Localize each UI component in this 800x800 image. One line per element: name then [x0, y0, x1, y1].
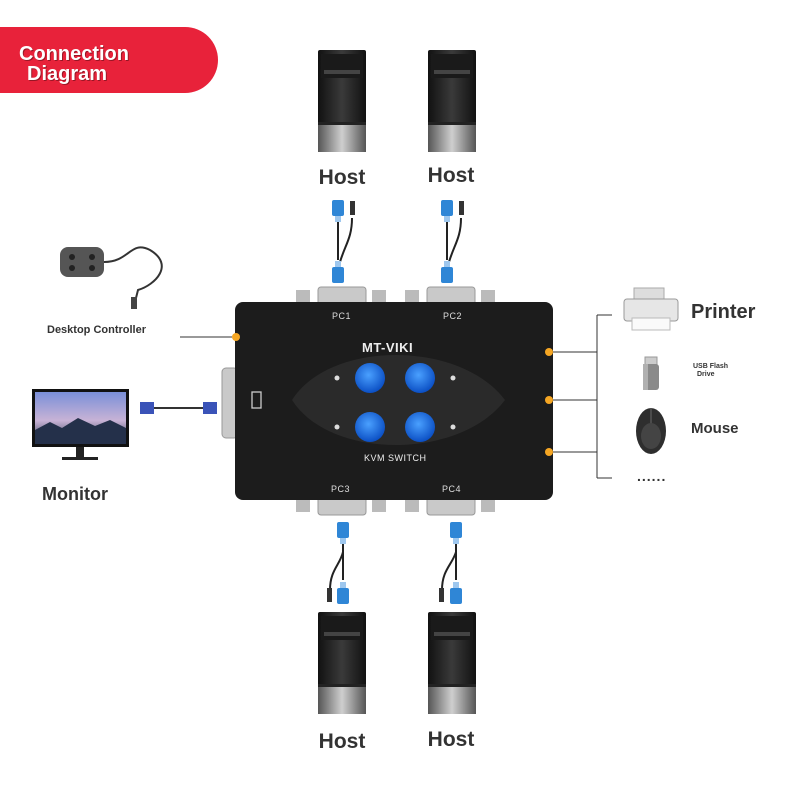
- host-cable-pc1: [332, 200, 355, 283]
- host-label-4: Host: [427, 728, 475, 751]
- port-label-pc4: PC4: [442, 484, 462, 494]
- usb-port-led-3: [545, 448, 553, 456]
- controller-port-led: [232, 333, 240, 341]
- printer-label: Printer: [691, 301, 756, 323]
- pc2-select-button: [405, 363, 435, 393]
- host-pc-3-tower: [318, 612, 366, 714]
- banner-title-line1: Connection: [19, 43, 129, 65]
- host-pc-4-tower: [428, 612, 476, 714]
- host-pc-1-tower: [318, 50, 366, 152]
- pc3-select-button: [355, 412, 385, 442]
- port-label-pc1: PC1: [332, 311, 352, 321]
- printer-icon: [623, 287, 679, 331]
- mouse-label: Mouse: [691, 420, 739, 437]
- monitor-device: [32, 389, 217, 460]
- desktop-controller-label: Desktop Controller: [47, 324, 147, 336]
- host-pc-2-tower: [428, 50, 476, 152]
- pc1-select-button: [355, 363, 385, 393]
- usb-port-led-2: [545, 396, 553, 404]
- kvm-switch-body: [235, 302, 553, 500]
- switch-model-label: KVM SWITCH: [364, 453, 427, 463]
- port-label-pc2: PC2: [443, 311, 463, 321]
- banner-title-line2: Diagram: [27, 63, 108, 85]
- host-cable-pc2: [441, 200, 464, 283]
- usb-port-led-1: [545, 348, 553, 356]
- usb-flash-label-line1: USB Flash: [693, 363, 729, 370]
- more-devices-ellipsis: ......: [637, 468, 667, 484]
- mouse-icon: [636, 408, 666, 454]
- desktop-controller-device: [60, 246, 163, 309]
- host-cable-pc3: [327, 522, 349, 604]
- peripheral-bracket: [553, 314, 612, 479]
- usb-flash-drive-icon: [643, 356, 659, 390]
- host-cable-pc4: [439, 522, 462, 604]
- host-label-2: Host: [427, 164, 475, 187]
- pc4-select-button: [405, 412, 435, 442]
- monitor-port-icon: [251, 391, 262, 409]
- switch-vga-ports: [296, 286, 495, 516]
- switch-buttons: [334, 363, 456, 442]
- usb-flash-drive-label: USB Flash Drive: [693, 363, 728, 379]
- port-label-pc3: PC3: [331, 484, 351, 494]
- connection-diagram-banner: Connection Diagram: [0, 27, 218, 93]
- monitor-label: Monitor: [42, 484, 108, 504]
- switch-brand-label: MT-VIKI: [362, 340, 414, 355]
- host-label-1: Host: [318, 166, 366, 189]
- host-label-3: Host: [318, 730, 366, 753]
- usb-flash-label-line2: Drive: [697, 371, 715, 378]
